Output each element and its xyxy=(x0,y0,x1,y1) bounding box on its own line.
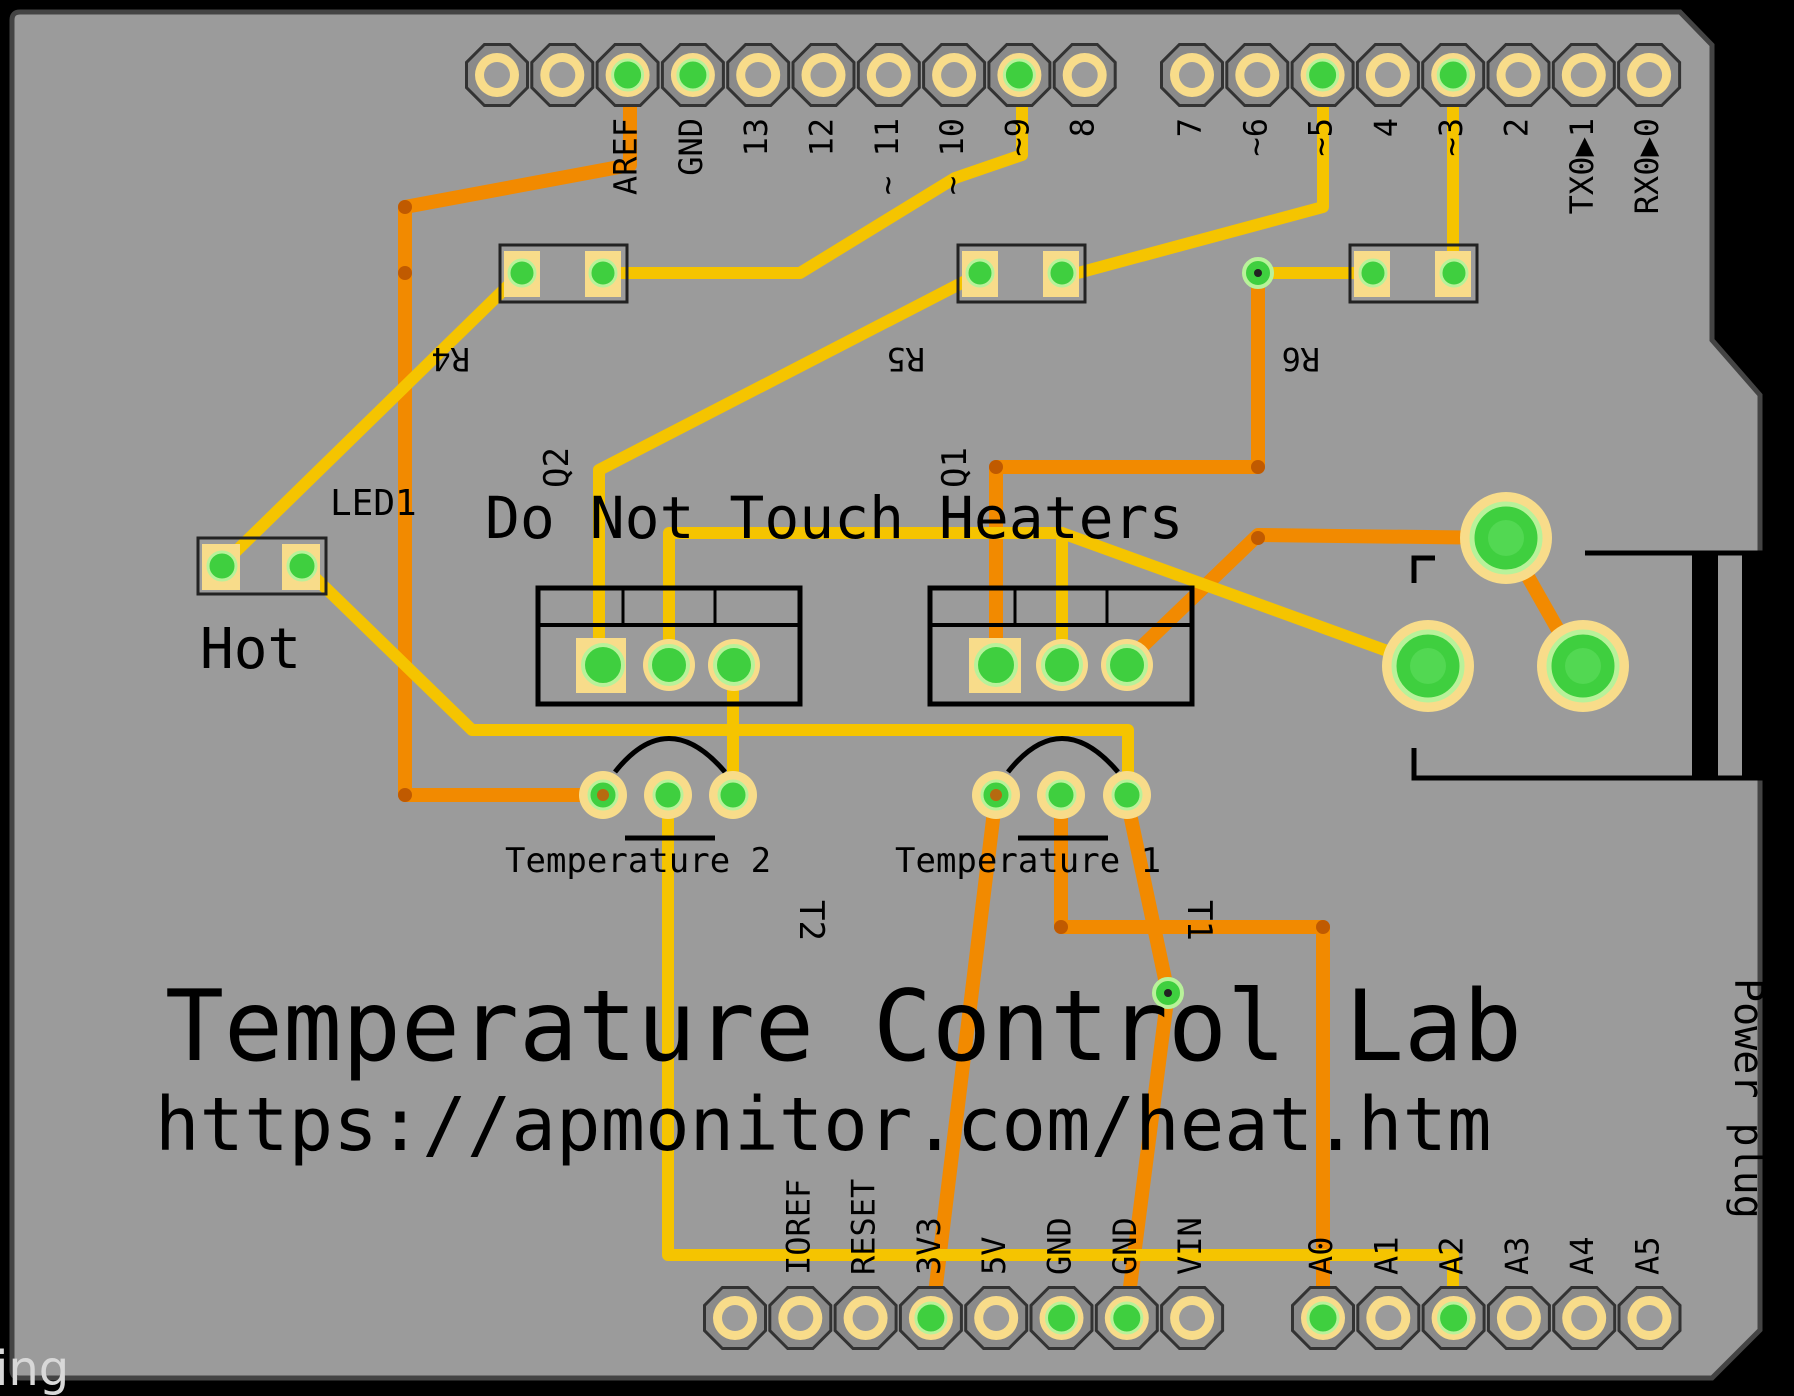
top-pin-label: ~ 10 xyxy=(933,118,971,195)
header-top-left-pin xyxy=(987,43,1052,107)
header-top-right-pin xyxy=(1355,43,1420,107)
top-pin-label: ~6 xyxy=(1236,118,1274,157)
bottom-pin-label: A4 xyxy=(1563,1236,1601,1275)
header-bottom-right-pin xyxy=(1552,1286,1617,1350)
bottom-pin-label: A5 xyxy=(1629,1236,1667,1275)
top-pin-label: 2 xyxy=(1498,118,1536,137)
header-bottom-left-pin xyxy=(1160,1286,1225,1350)
bottom-layer-vias xyxy=(398,200,1330,934)
sensor-t1: Temperature 1 T1 xyxy=(895,736,1219,941)
header-top-right-pin xyxy=(1486,43,1551,107)
bottom-pin-label: A1 xyxy=(1367,1236,1405,1275)
header-bottom-right-pin xyxy=(1421,1286,1486,1350)
top-pin-label: ~9 xyxy=(998,118,1036,157)
t1-caption: Temperature 1 xyxy=(895,841,1161,881)
bottom-pin-label: A2 xyxy=(1433,1236,1471,1275)
top-pin-label: ~5 xyxy=(1302,118,1340,157)
top-pin-labels: AREF GND 13 12 ~ 11 ~ 10 ~9 8 7 ~6 ~5 4 ~3 2 TX0▶1 RX0▶… xyxy=(607,118,1667,214)
board-title: Temperature Control Lab xyxy=(165,970,1522,1084)
r5-label: R5 xyxy=(886,340,925,378)
header-top-left-pin xyxy=(1052,43,1117,107)
header-top-left-pin xyxy=(660,43,725,107)
bottom-pin-label: IOREF xyxy=(779,1179,817,1275)
header-bottom-left-pin xyxy=(768,1286,833,1350)
header-bottom-right-pin xyxy=(1356,1286,1421,1350)
resistor-r6: R6 xyxy=(1281,243,1479,378)
top-pin-label: RX0▶0 xyxy=(1628,118,1666,214)
t1-label: T1 xyxy=(1179,900,1219,941)
q1-label: Q1 xyxy=(935,447,975,488)
power-plug-label: Power plug xyxy=(1725,978,1771,1219)
top-pin-label: TX0▶1 xyxy=(1563,118,1601,214)
top-pin-label: AREF xyxy=(607,118,645,195)
bottom-pin-label: GND xyxy=(1041,1217,1079,1275)
header-bottom-left-pin xyxy=(1029,1286,1094,1350)
top-pin-label: 12 xyxy=(803,118,841,157)
led1-label: LED1 xyxy=(330,483,417,524)
top-pin-label: GND xyxy=(672,118,710,176)
header-bottom-left-pin xyxy=(1094,1286,1159,1350)
header-top-left-pin xyxy=(726,43,791,107)
header-top-left-pin xyxy=(465,43,529,107)
board-url: https://apmonitor.com/heat.htm xyxy=(155,1082,1492,1168)
header-bottom-left-pin xyxy=(898,1286,963,1350)
q2-label: Q2 xyxy=(537,447,577,488)
header-top-right xyxy=(1160,43,1682,107)
header-bottom-left-pin xyxy=(964,1286,1029,1350)
t2-label: T2 xyxy=(791,900,831,941)
bottom-pin-label: A0 xyxy=(1302,1236,1340,1275)
header-bottom-right-pin xyxy=(1617,1286,1682,1350)
top-layer-traces xyxy=(216,69,1459,1324)
header-bottom-left-pin xyxy=(833,1286,898,1350)
top-pin-label: ~3 xyxy=(1432,118,1470,157)
header-bottom-right-pin xyxy=(1291,1286,1355,1350)
led1: LED1 Hot xyxy=(196,483,417,682)
header-top-right-pin xyxy=(1551,43,1616,107)
header-top-right-pin xyxy=(1290,43,1355,107)
resistor-r4: R4 xyxy=(431,243,629,378)
warning-label: Do Not Touch Heaters xyxy=(485,484,1183,552)
header-top-left-pin xyxy=(530,43,595,107)
resistor-r5: R5 xyxy=(886,243,1087,378)
header-top-right-pin xyxy=(1421,43,1486,107)
top-pin-label: 4 xyxy=(1367,118,1405,137)
transistor-q2: Q2 xyxy=(535,447,803,707)
header-top-left-pin xyxy=(595,43,660,107)
bottom-pin-labels: IOREF RESET 3V3 5V GND GND VIN A0 A1 A2 A3 A4 A5 xyxy=(779,1179,1666,1275)
header-bottom-right xyxy=(1291,1286,1682,1350)
header-bottom-left xyxy=(703,1286,1225,1350)
top-pin-label: ~ 11 xyxy=(868,118,906,195)
hot-label: Hot xyxy=(200,617,301,682)
sensor-t2: Temperature 2 T2 xyxy=(505,736,831,941)
top-pin-label: 13 xyxy=(737,118,775,157)
header-top-right-pin xyxy=(1225,43,1290,107)
transistor-q1: Q1 xyxy=(927,447,1195,707)
bottom-pin-label: RESET xyxy=(845,1179,883,1275)
watermark: ing xyxy=(0,1341,69,1396)
r4-label: R4 xyxy=(431,340,470,378)
header-bottom-left-pin xyxy=(703,1286,767,1350)
top-pin-label: 7 xyxy=(1171,118,1209,137)
header-top-right-pin xyxy=(1617,43,1682,107)
bottom-pin-label: VIN xyxy=(1171,1217,1209,1275)
bottom-pin-label: 3V3 xyxy=(910,1217,948,1275)
bottom-pin-label: 5V xyxy=(975,1236,1013,1275)
header-top-left-pin xyxy=(922,43,987,107)
header-top-left xyxy=(465,43,1117,107)
bottom-pin-label: A3 xyxy=(1498,1236,1536,1275)
header-bottom-right-pin xyxy=(1486,1286,1551,1350)
top-pin-label: 8 xyxy=(1064,118,1102,137)
header-top-left-pin xyxy=(791,43,856,107)
bottom-pin-label: GND xyxy=(1106,1217,1144,1275)
r6-label: R6 xyxy=(1281,340,1320,378)
header-top-right-pin xyxy=(1160,43,1224,107)
t2-caption: Temperature 2 xyxy=(505,841,771,881)
power-jack: Power plug xyxy=(1382,492,1780,1219)
header-top-left-pin xyxy=(856,43,921,107)
